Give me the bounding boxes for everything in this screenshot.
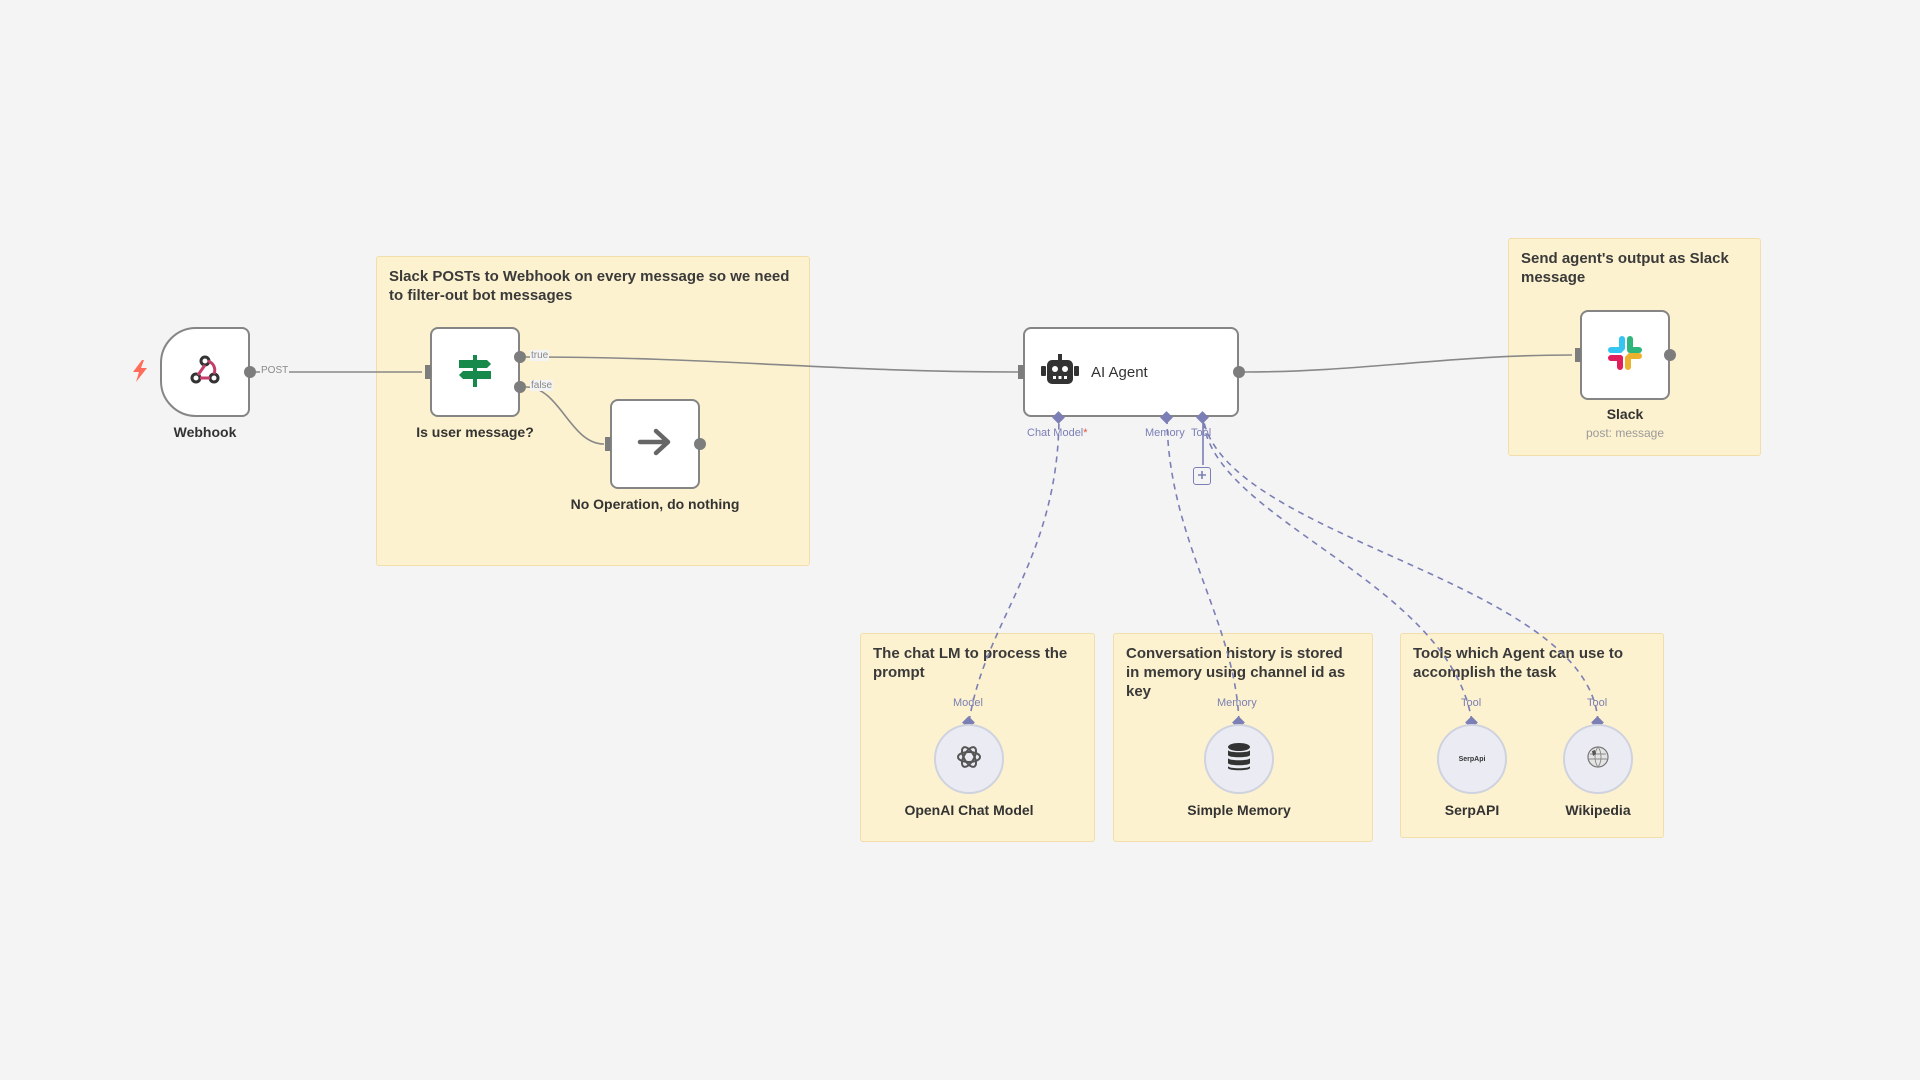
ai-agent-output-handle[interactable] <box>1233 366 1245 378</box>
simple-memory-node[interactable] <box>1204 724 1274 794</box>
chat-model-port-text: Chat Model <box>1027 427 1084 439</box>
connection-serpapi-agent <box>1202 417 1473 723</box>
openai-logo-icon <box>955 743 983 776</box>
serpapi-label: SerpAPI <box>1444 802 1500 818</box>
if-input-handle[interactable] <box>425 365 431 379</box>
noop-label: No Operation, do nothing <box>570 496 740 512</box>
slack-output-handle[interactable] <box>1664 349 1676 361</box>
openai-chat-model-node[interactable] <box>934 724 1004 794</box>
connection-if-false-noop <box>525 386 605 445</box>
openai-port-label: Model <box>953 697 983 709</box>
webhook-output-handle[interactable] <box>244 366 256 378</box>
connection-agent-slack <box>1243 354 1573 373</box>
ai-agent-input-handle[interactable] <box>1018 365 1024 379</box>
memory-port-label: Memory <box>1217 697 1257 709</box>
signpost-icon <box>456 351 494 394</box>
connection-memory-agent <box>1166 417 1240 723</box>
database-icon <box>1226 742 1252 777</box>
edge-label-post: POST <box>260 365 290 376</box>
slack-input-handle[interactable] <box>1575 348 1581 362</box>
slack-logo-icon <box>1606 334 1644 377</box>
wikipedia-label: Wikipedia <box>1565 802 1631 818</box>
connection-if-true-agent <box>525 356 1019 373</box>
webhook-icon <box>188 353 222 392</box>
wikipedia-node[interactable] <box>1563 724 1633 794</box>
serpapi-logo-icon: SerpApi <box>1458 755 1486 763</box>
noop-output-handle[interactable] <box>694 438 706 450</box>
slack-label: Slack <box>1606 406 1644 422</box>
required-mark: * <box>1083 427 1088 439</box>
noop-node[interactable] <box>610 399 700 489</box>
ai-agent-label: AI Agent <box>1091 363 1148 381</box>
sticky-note-tools-text: Tools which Agent can use to accomplish … <box>1413 645 1624 681</box>
if-node[interactable] <box>430 327 520 417</box>
webhook-label: Webhook <box>173 424 237 440</box>
robot-icon <box>1041 353 1079 391</box>
sticky-note-filter-text: Slack POSTs to Webhook on every message … <box>389 268 790 304</box>
if-true-handle[interactable] <box>514 351 526 363</box>
connection-wikipedia-agent <box>1202 417 1599 723</box>
slack-subtitle: post: message <box>1585 426 1665 440</box>
serpapi-port-label: Tool <box>1461 697 1482 709</box>
connection-openai-agent <box>968 417 1060 723</box>
wikipedia-port-label: Tool <box>1587 697 1608 709</box>
lightning-bolt-icon <box>132 360 148 387</box>
sticky-note-model-text: The chat LM to process the prompt <box>873 645 1068 681</box>
ai-agent-memory-port-label: Memory <box>1145 427 1185 439</box>
wikipedia-globe-icon <box>1586 745 1610 774</box>
add-tool-button[interactable] <box>1193 467 1211 485</box>
edge-label-true: true <box>530 350 550 361</box>
ai-agent-tool-port-label: Tool <box>1191 427 1212 439</box>
memory-label: Simple Memory <box>1187 802 1291 818</box>
ai-agent-node[interactable]: AI Agent <box>1023 327 1239 417</box>
sticky-note-memory-text: Conversation history is stored in memory… <box>1126 645 1346 700</box>
edge-label-false: false <box>530 380 554 391</box>
webhook-node[interactable] <box>160 327 250 417</box>
if-label: Is user message? <box>416 424 534 440</box>
openai-label: OpenAI Chat Model <box>904 802 1034 818</box>
ai-agent-chat-model-port-label: Chat Model* <box>1027 427 1088 439</box>
plus-icon <box>1197 467 1207 485</box>
if-false-handle[interactable] <box>514 381 526 393</box>
serpapi-node[interactable]: SerpApi <box>1437 724 1507 794</box>
slack-node[interactable] <box>1580 310 1670 400</box>
arrow-right-icon <box>637 427 673 462</box>
noop-input-handle[interactable] <box>605 437 611 451</box>
sticky-note-slack-text: Send agent's output as Slack message <box>1521 250 1729 286</box>
